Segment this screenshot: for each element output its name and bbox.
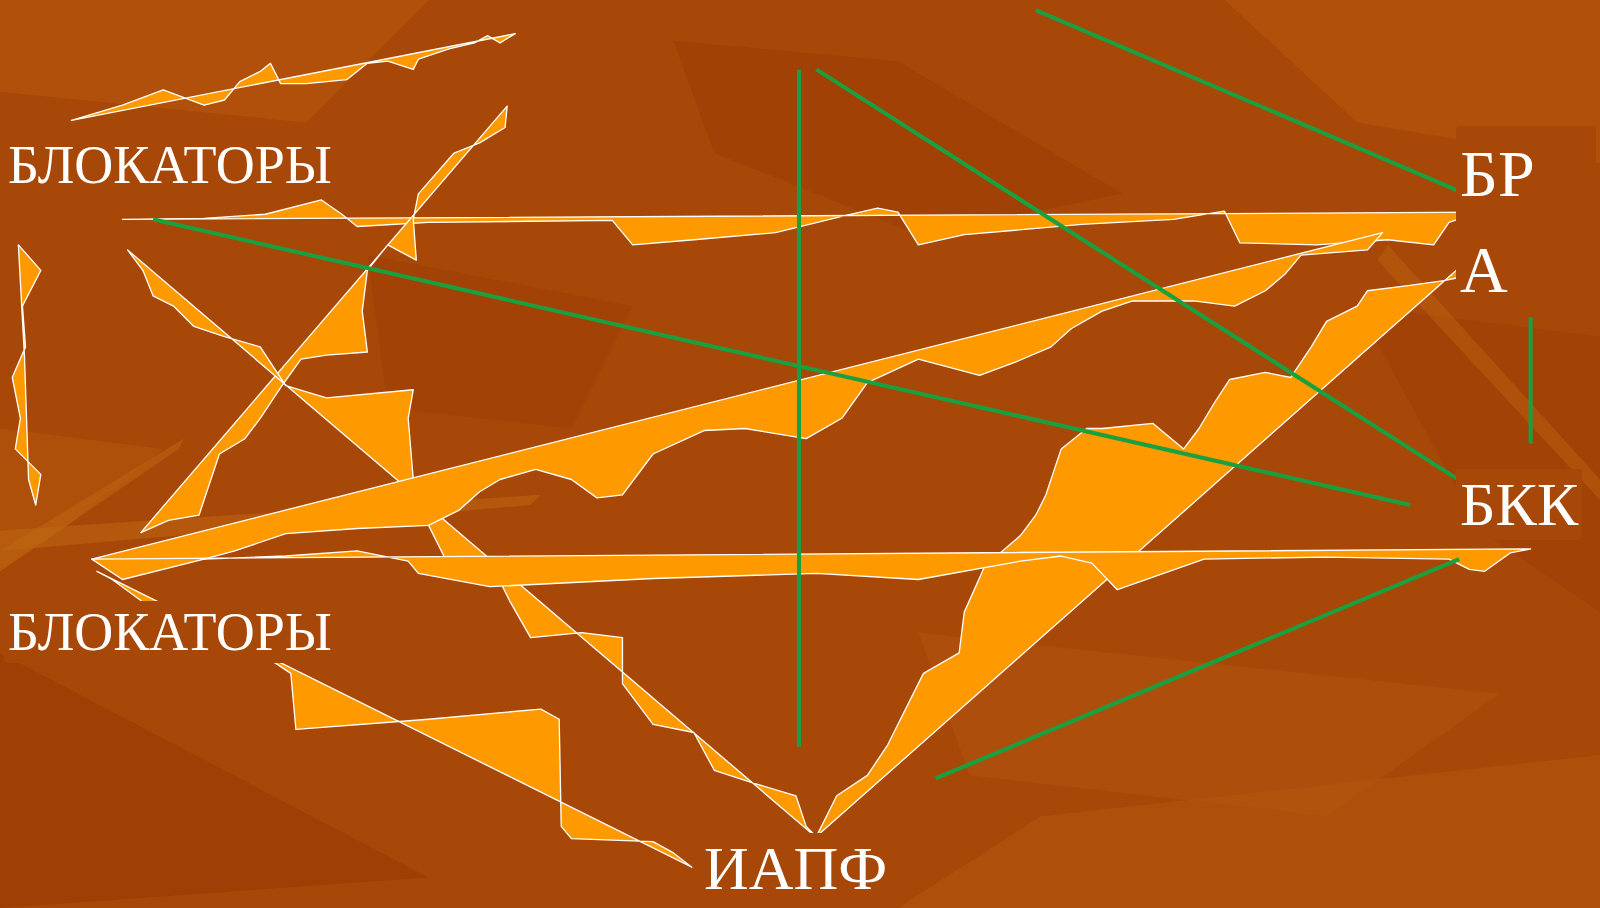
class-label: ИАПФ: [700, 833, 891, 904]
orange-wedge: [12, 245, 41, 505]
orange-wedge: [92, 233, 1383, 562]
green-line: [816, 69, 1469, 486]
green-line: [153, 219, 1410, 505]
green-line: [936, 559, 1459, 778]
green-line: [1036, 10, 1492, 205]
class-label: БР А: [1456, 126, 1596, 317]
green-line: [797, 69, 801, 746]
class-label: БЛОКАТОРЫ: [4, 134, 336, 196]
orange-wedge: [92, 549, 1531, 590]
class-label: БКК: [1456, 469, 1582, 540]
class-label: БЛОКАТОРЫ: [4, 601, 336, 663]
orange-wedge: [71, 34, 515, 121]
